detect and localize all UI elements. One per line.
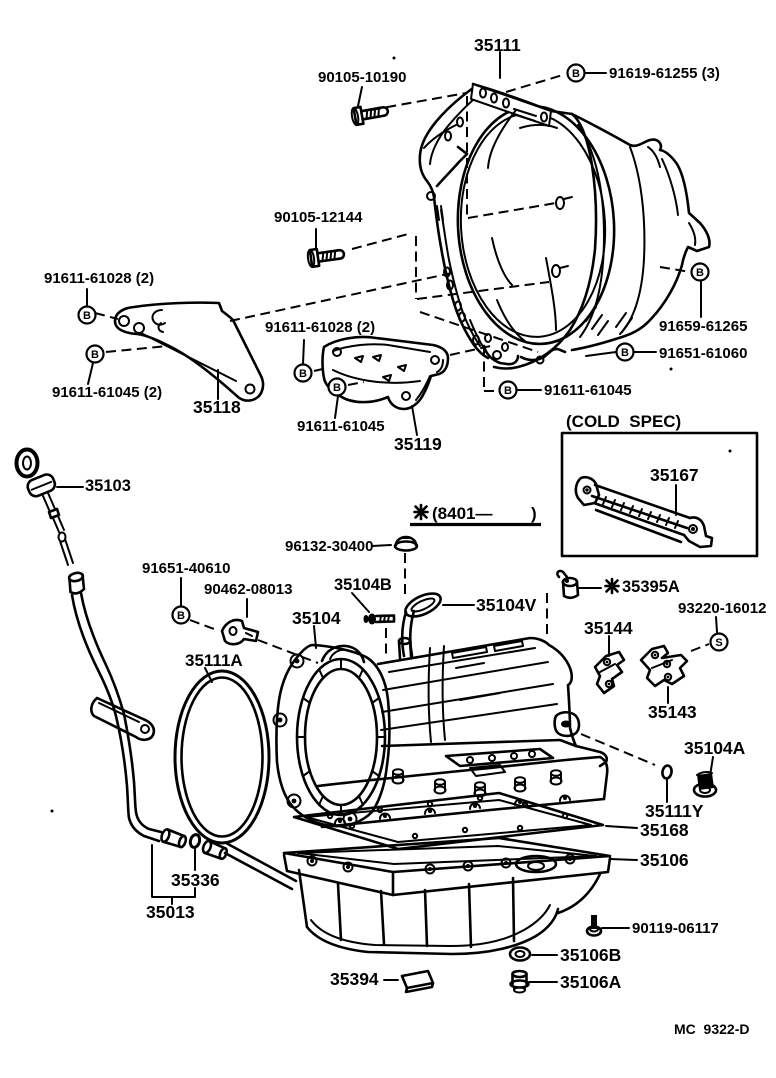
svg-text:35167: 35167 (650, 465, 699, 485)
svg-text:91611-61045 (2): 91611-61045 (2) (52, 384, 162, 401)
svg-text:91611-61028 (2): 91611-61028 (2) (265, 319, 375, 336)
svg-text:90105-12144: 90105-12144 (274, 209, 363, 226)
svg-text:(COLD SPEC): (COLD SPEC) (566, 412, 681, 431)
svg-text:35336: 35336 (171, 870, 220, 890)
svg-text:90105-10190: 90105-10190 (318, 69, 406, 86)
svg-text:93220-16012: 93220-16012 (678, 600, 766, 617)
svg-text:35168: 35168 (640, 820, 689, 840)
svg-text:35111A: 35111A (185, 651, 243, 670)
svg-text:35103: 35103 (85, 477, 131, 495)
svg-text:91611-61045: 91611-61045 (544, 382, 632, 399)
svg-text:35013: 35013 (146, 902, 195, 922)
svg-text:(8401—: (8401— (432, 504, 492, 523)
svg-text:35143: 35143 (648, 702, 697, 722)
svg-text:90119-06117: 90119-06117 (632, 920, 719, 937)
svg-text:35104B: 35104B (334, 576, 392, 594)
svg-text:): ) (531, 504, 537, 523)
svg-text:91651-61060: 91651-61060 (659, 345, 747, 362)
svg-text:91611-61028 (2): 91611-61028 (2) (44, 270, 154, 287)
svg-text:96132-30400: 96132-30400 (285, 538, 373, 555)
svg-text:35394: 35394 (330, 969, 379, 989)
svg-text:91659-61265: 91659-61265 (659, 318, 747, 335)
svg-text:35111Y: 35111Y (645, 801, 704, 821)
svg-text:91611-61045: 91611-61045 (297, 418, 385, 435)
svg-text:91651-40610: 91651-40610 (142, 560, 230, 577)
svg-text:35119: 35119 (394, 434, 442, 454)
svg-text:MC 9322-D: MC 9322-D (674, 1021, 749, 1037)
svg-text:35395A: 35395A (622, 578, 680, 596)
svg-text:91619-61255 (3): 91619-61255 (3) (609, 65, 720, 82)
svg-text:35111: 35111 (474, 35, 521, 55)
svg-text:35106A: 35106A (560, 972, 622, 992)
svg-text:35118: 35118 (193, 397, 241, 417)
svg-text:35106B: 35106B (560, 945, 621, 965)
svg-text:35106: 35106 (640, 850, 689, 870)
svg-text:35104V: 35104V (476, 595, 537, 615)
svg-text:35104: 35104 (292, 608, 341, 628)
svg-text:35104A: 35104A (684, 738, 746, 758)
svg-text:35144: 35144 (584, 618, 633, 638)
svg-text:90462-08013: 90462-08013 (204, 581, 292, 598)
